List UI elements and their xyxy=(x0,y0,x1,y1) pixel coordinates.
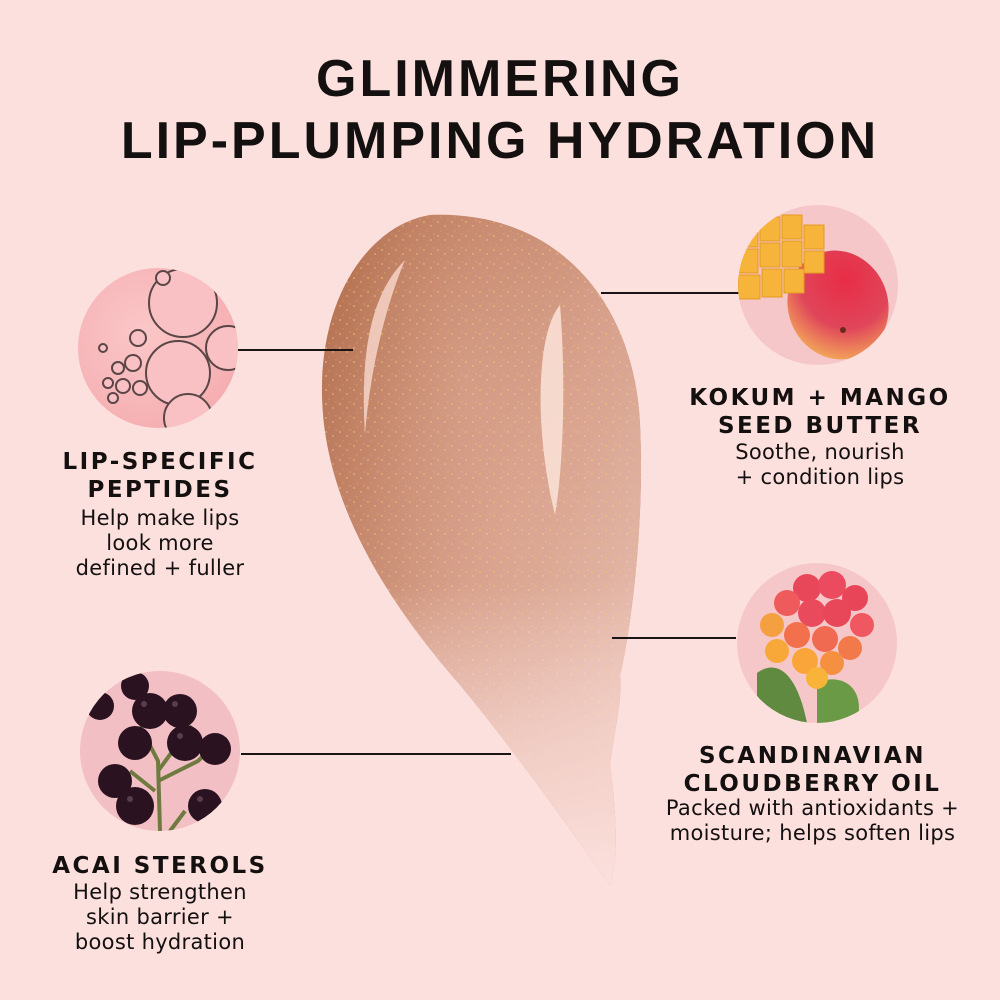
ingredient-desc-peptides: Help make lips look more defined + fulle… xyxy=(75,506,245,580)
ingredient-heading-peptides: LIP-SPECIFIC PEPTIDES xyxy=(62,449,258,503)
cloudberry-image xyxy=(737,563,897,723)
page-title: GLIMMERING LIP-PLUMPING HYDRATION xyxy=(0,48,1000,172)
connector-line-acai xyxy=(241,753,511,755)
title-line-1: GLIMMERING xyxy=(316,50,684,108)
ingredient-heading-mango: KOKUM + MANGO SEED BUTTER xyxy=(689,385,951,439)
ingredient-desc-mango: Soothe, nourish + condition lips xyxy=(735,440,905,489)
connector-line-mango xyxy=(601,292,741,294)
connector-line-cloudberry xyxy=(612,637,736,639)
acai-berries-image xyxy=(80,671,240,831)
title-line-2: LIP-PLUMPING HYDRATION xyxy=(120,112,880,170)
lip-gloss-swatch-image xyxy=(321,214,641,886)
connector-line-peptides xyxy=(238,349,353,351)
ingredient-desc-acai: Help strengthen skin barrier + boost hyd… xyxy=(73,880,247,954)
ingredient-desc-cloudberry: Packed with antioxidants + moisture; hel… xyxy=(665,796,960,845)
ingredient-heading-acai: ACAI STEROLS xyxy=(52,853,268,879)
mango-image xyxy=(738,205,898,365)
ingredient-heading-cloudberry: SCANDINAVIAN CLOUDBERRY OIL xyxy=(683,743,942,797)
pink-bubbles-image xyxy=(78,268,238,428)
